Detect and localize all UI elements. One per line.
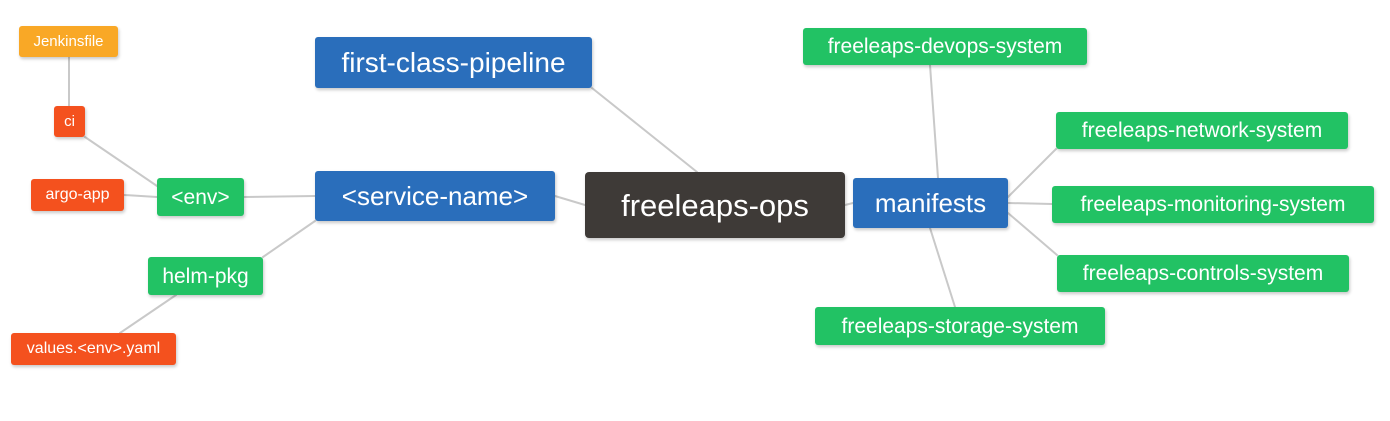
mindmap-node-freeleaps-devops-system[interactable]: freeleaps-devops-system bbox=[803, 28, 1087, 65]
mindmap-node-helm-pkg[interactable]: helm-pkg bbox=[148, 257, 263, 295]
edge-manifests-to-freeleaps-devops-system bbox=[929, 64, 939, 179]
edge-env-to-argo-app bbox=[123, 194, 158, 198]
edge-manifests-to-freeleaps-controls-system bbox=[1007, 212, 1058, 256]
mindmap-node-freeleaps-ops[interactable]: freeleaps-ops bbox=[585, 172, 845, 238]
edge-manifests-to-freeleaps-storage-system bbox=[929, 227, 956, 308]
edge-manifests-to-freeleaps-monitoring-system bbox=[1007, 202, 1053, 205]
mindmap-node-freeleaps-monitoring-system[interactable]: freeleaps-monitoring-system bbox=[1052, 186, 1374, 223]
mindmap-node-values-env-yaml[interactable]: values.<env>.yaml bbox=[11, 333, 176, 365]
edge-manifests-to-freeleaps-network-system bbox=[1007, 148, 1057, 198]
mindmap-node-freeleaps-storage-system[interactable]: freeleaps-storage-system bbox=[815, 307, 1105, 345]
edge-helm-pkg-to-values-env-yaml bbox=[119, 294, 177, 334]
mindmap-node-service-name[interactable]: <service-name> bbox=[315, 171, 555, 221]
mindmap-node-env[interactable]: <env> bbox=[157, 178, 244, 216]
mindmap-node-first-class-pipeline[interactable]: first-class-pipeline bbox=[315, 37, 592, 88]
mindmap-node-argo-app[interactable]: argo-app bbox=[31, 179, 124, 211]
mindmap-node-freeleaps-controls-system[interactable]: freeleaps-controls-system bbox=[1057, 255, 1349, 292]
mindmap-node-freeleaps-network-system[interactable]: freeleaps-network-system bbox=[1056, 112, 1348, 149]
mindmap-node-jenkinsfile[interactable]: Jenkinsfile bbox=[19, 26, 118, 57]
edge-service-name-to-helm-pkg bbox=[262, 220, 316, 258]
edge-service-name-to-env bbox=[243, 195, 316, 198]
mindmap-node-manifests[interactable]: manifests bbox=[853, 178, 1008, 228]
mindmap-node-ci[interactable]: ci bbox=[54, 106, 85, 137]
edge-freeleaps-ops-to-service-name bbox=[554, 195, 586, 206]
edge-freeleaps-ops-to-manifests bbox=[844, 202, 854, 206]
edge-freeleaps-ops-to-first-class-pipeline bbox=[591, 87, 698, 173]
